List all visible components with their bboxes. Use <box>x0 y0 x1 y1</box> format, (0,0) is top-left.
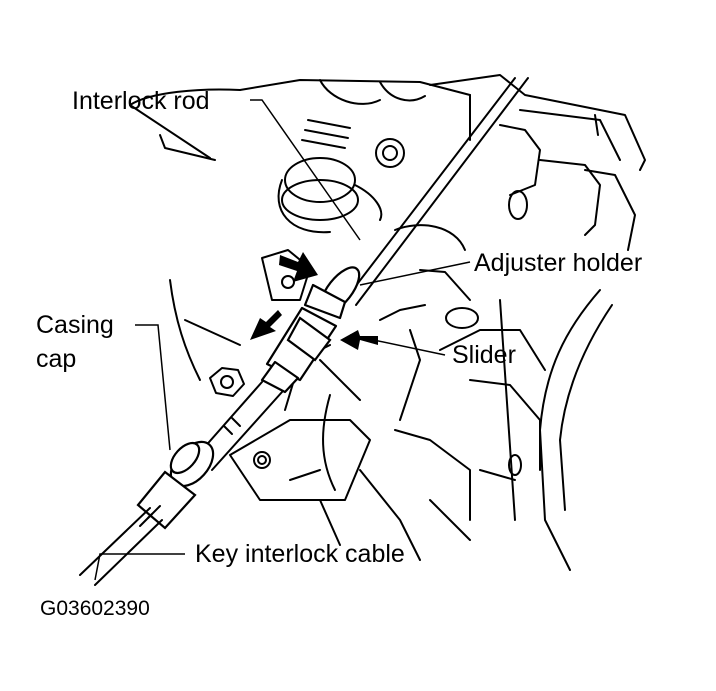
adjuster-holder-part <box>260 266 361 394</box>
key-interlock-cable <box>79 505 163 586</box>
leader-interlock-rod <box>250 99 361 241</box>
slider-part <box>286 316 332 362</box>
label-key-interlock-cable: Key interlock cable <box>195 540 405 568</box>
figure-code: G03602390 <box>40 597 150 620</box>
leader-casing-cap <box>135 324 171 451</box>
arrow-pull-casing <box>250 310 282 340</box>
label-casing-cap-line2: cap <box>36 345 77 373</box>
label-casing-cap-line1: Casing <box>36 311 114 339</box>
arrow-adjuster-press <box>279 252 318 282</box>
casing-cap-part <box>136 440 215 530</box>
leader-lines <box>94 99 471 581</box>
leader-adjuster-holder <box>359 261 471 286</box>
background-mechanism <box>129 74 646 571</box>
label-slider: Slider <box>452 341 516 369</box>
label-interlock-rod: Interlock rod <box>72 87 210 115</box>
leader-key-interlock <box>94 553 185 581</box>
leader-slider <box>349 334 446 356</box>
arrow-slider-push <box>340 330 378 350</box>
interlock-rod <box>344 77 529 306</box>
label-adjuster-holder: Adjuster holder <box>474 249 643 277</box>
